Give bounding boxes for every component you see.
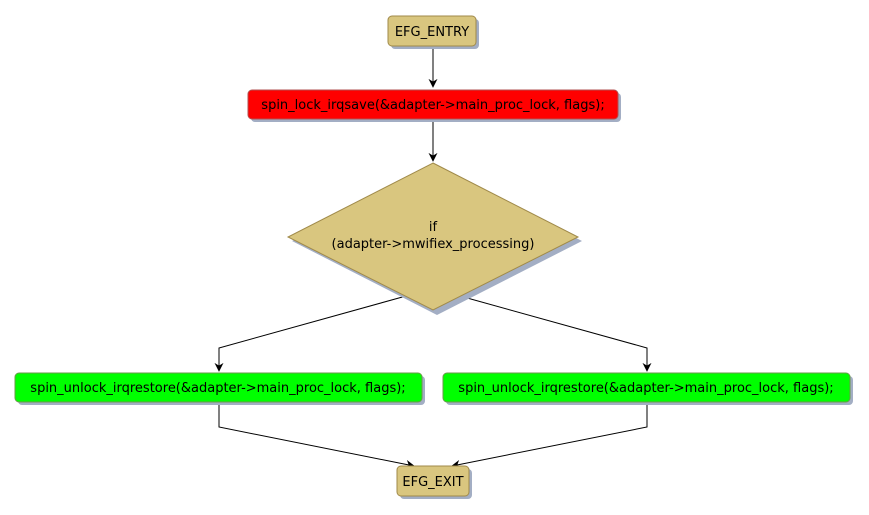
edges xyxy=(214,46,652,469)
node-lock[interactable]: spin_lock_irqsave(&adapter->main_proc_lo… xyxy=(247,89,621,122)
decision-line1: if xyxy=(429,220,438,235)
decision-diamond xyxy=(286,162,580,311)
edge-unlock-right-to-exit xyxy=(451,402,648,469)
node-box xyxy=(387,15,477,47)
node-exit[interactable]: EFG_EXIT xyxy=(396,465,472,499)
node-box xyxy=(14,372,423,403)
edge-unlock-left-to-exit xyxy=(218,402,415,469)
decision-line2: (adapter->mwifiex_processing) xyxy=(332,237,535,252)
node-lock-label: spin_lock_irqsave(&adapter->main_proc_lo… xyxy=(261,98,604,113)
node-decision[interactable]: if (adapter->mwifiex_processing) xyxy=(286,162,582,315)
node-unlock-right-label: spin_unlock_irqrestore(&adapter->main_pr… xyxy=(458,381,833,396)
node-unlock-left[interactable]: spin_unlock_irqrestore(&adapter->main_pr… xyxy=(14,372,425,405)
node-box xyxy=(247,89,619,120)
node-unlock-right[interactable]: spin_unlock_irqrestore(&adapter->main_pr… xyxy=(442,372,853,405)
node-entry-label: EFG_ENTRY xyxy=(395,25,469,40)
node-exit-label: EFG_EXIT xyxy=(402,475,463,490)
node-box xyxy=(442,372,851,403)
node-entry[interactable]: EFG_ENTRY xyxy=(387,15,479,49)
node-unlock-left-label: spin_unlock_irqrestore(&adapter->main_pr… xyxy=(30,381,405,396)
edge-decision-to-unlock-left xyxy=(214,295,407,372)
node-box xyxy=(396,465,470,497)
edge-decision-to-unlock-right xyxy=(459,295,652,372)
